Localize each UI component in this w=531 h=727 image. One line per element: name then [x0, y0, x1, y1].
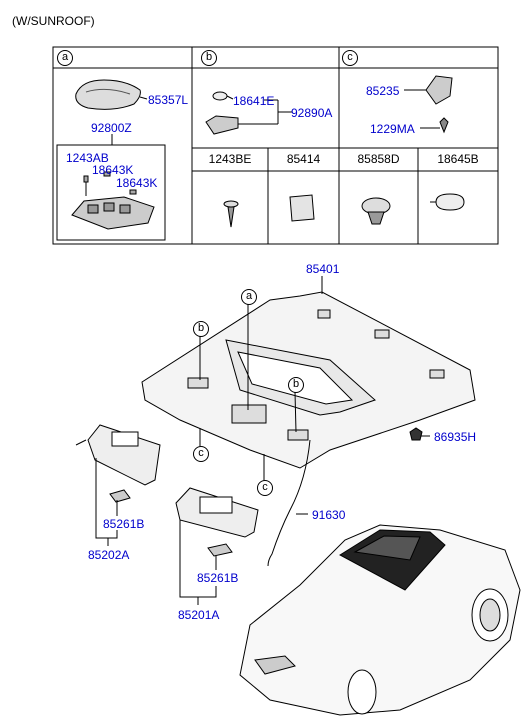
part-18643k: 18643K [92, 163, 134, 177]
part-92890a: 92890A [291, 106, 333, 120]
section-c-marker: c [342, 50, 358, 66]
part-85201a: 85201A [178, 608, 220, 622]
room-lamp-icon [75, 79, 148, 110]
part-85261b-right: 85261B [103, 517, 145, 531]
part-85235: 85235 [366, 84, 400, 98]
part-85202a: 85202A [88, 548, 130, 562]
part-1229ma: 1229MA [370, 122, 415, 136]
part-85401: 85401 [306, 262, 340, 276]
page-title: (W/SUNROOF) [12, 14, 95, 28]
part-18643k-2: 18643K [116, 176, 158, 190]
headliner-icon [141, 291, 476, 469]
part-85261b-left: 85261B [197, 571, 239, 585]
lamp-housing-icon [71, 171, 155, 230]
clip-86935h-icon [409, 427, 423, 441]
column-85414: 85414 [286, 152, 321, 166]
section-a-marker: a [57, 50, 73, 66]
clip-icon [361, 197, 391, 225]
callout-c-left: c [193, 446, 209, 462]
callout-b-right: b [288, 377, 304, 393]
part-86935h: 86935H [434, 430, 477, 444]
sunroof-lamp-holder-icon [404, 75, 453, 134]
part-92800z: 92800Z [91, 121, 132, 135]
callout-c-right: c [257, 480, 273, 496]
part-91630: 91630 [312, 508, 346, 522]
column-1243be: 1243BE [208, 152, 252, 166]
map-lamp-icon [205, 115, 254, 135]
car-illustration-icon [239, 524, 521, 716]
part-85357l: 85357L [148, 93, 189, 107]
parts-table-grid [52, 46, 499, 245]
sun-visor-right-icon [75, 424, 161, 503]
sun-visor-left-icon [175, 487, 259, 557]
column-85858d: 85858D [357, 152, 400, 166]
part-1243ab: 1243AB [66, 151, 109, 165]
pad-icon [289, 194, 315, 222]
section-b-marker: b [201, 50, 217, 66]
callout-a: a [241, 289, 257, 305]
bulb-icon [212, 91, 234, 101]
part-18641e: 18641E [233, 94, 275, 108]
festoon-bulb-icon [430, 193, 465, 211]
callout-b-left: b [193, 321, 209, 337]
screw-icon [223, 200, 239, 228]
column-18645b: 18645B [437, 152, 479, 166]
